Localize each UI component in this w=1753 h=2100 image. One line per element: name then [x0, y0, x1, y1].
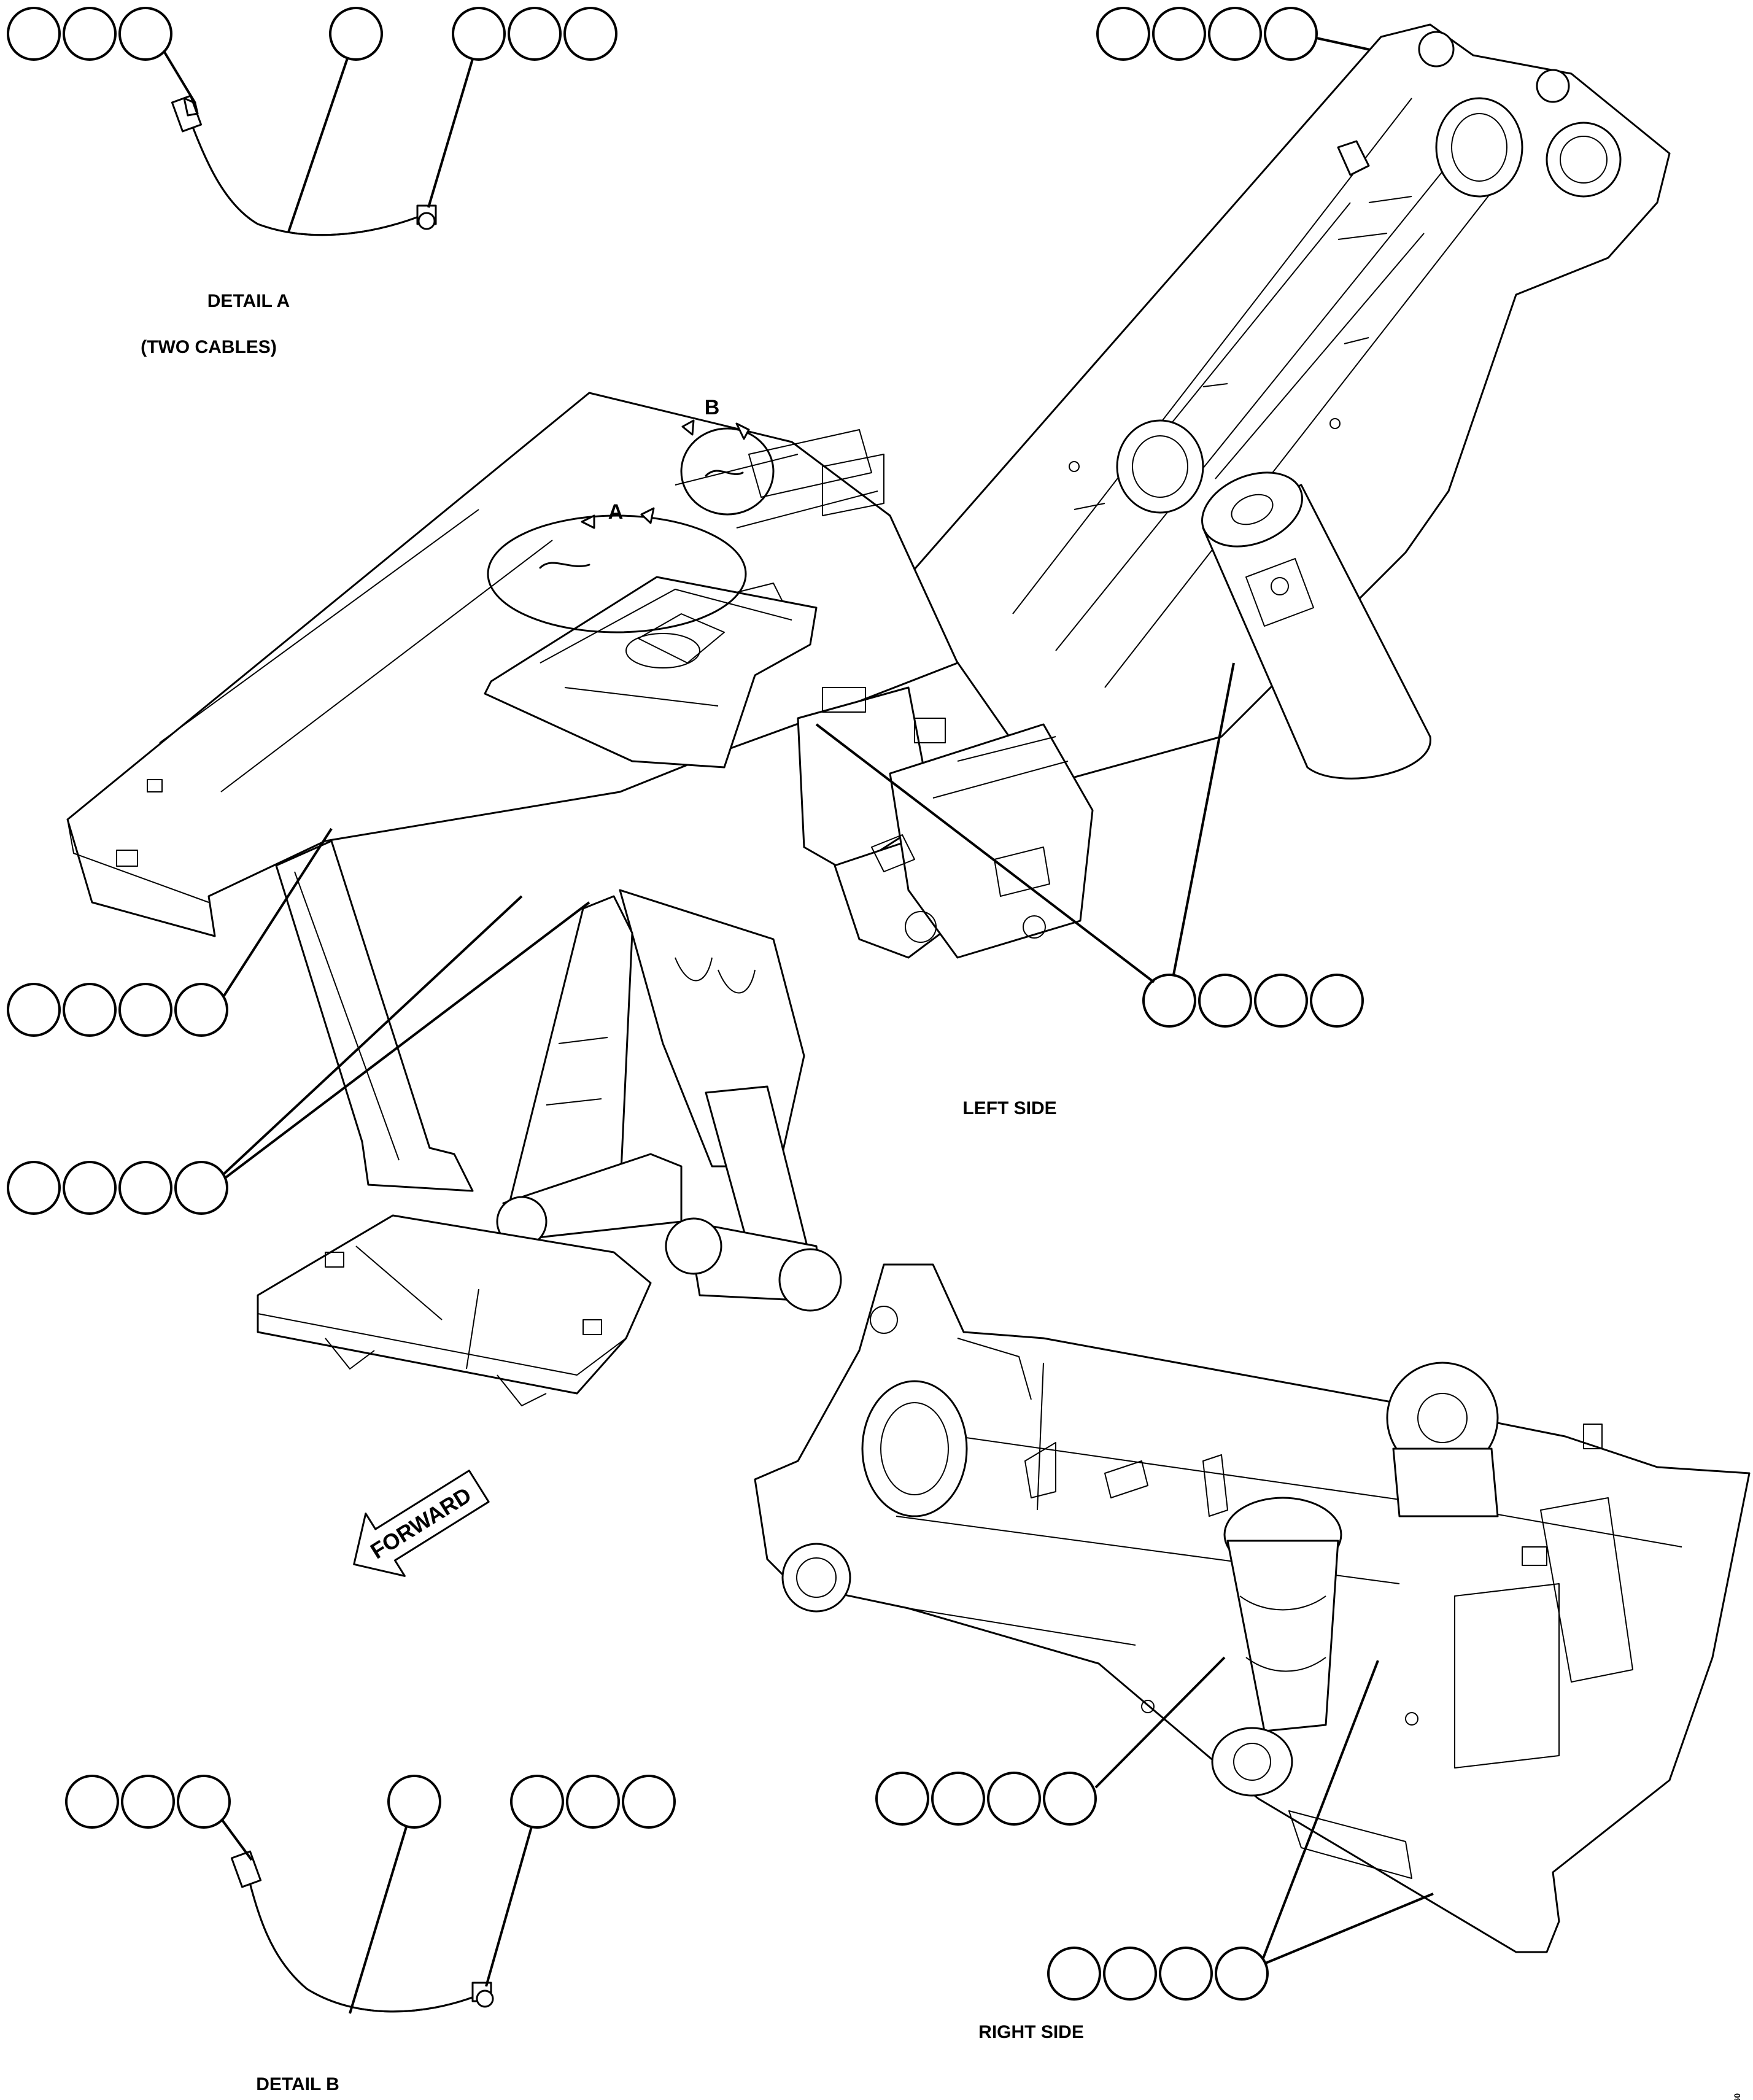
callout-group-detail-b-right: [485, 1775, 676, 1987]
detail-b-label: DETAIL B: [256, 2074, 339, 2094]
callout-bubble: [622, 1775, 676, 1829]
forward-label: FORWARD: [366, 1482, 476, 1563]
callout-bubble: [118, 983, 172, 1037]
callout-bubble: [1310, 974, 1364, 1028]
callout-bubble: [1254, 974, 1308, 1028]
detail-b-cable: [230, 1850, 494, 2013]
callout-bubble: [174, 1161, 228, 1215]
callout-bubble: [1043, 1772, 1097, 1826]
callout-group-top-right: [1096, 7, 1452, 69]
callout-bubble: [118, 1161, 172, 1215]
figure-code: 94760: [1732, 2093, 1742, 2100]
detail-b-marker: B: [680, 396, 775, 516]
callout-bubble: [329, 7, 383, 61]
callout-bubble: [63, 1161, 117, 1215]
callout-bubble: [1198, 974, 1252, 1028]
callout-bubble: [1152, 7, 1206, 61]
callout-bubble: [118, 7, 172, 61]
callout-group-detail-b-left: [65, 1775, 253, 1861]
callout-bubble: [452, 7, 506, 61]
callout-group-detail-a-cable: [287, 7, 383, 233]
callout-bubble: [563, 7, 617, 61]
callout-bubble: [1264, 7, 1318, 61]
callout-bubble: [7, 983, 61, 1037]
callout-group-right-lower: [875, 1656, 1226, 1826]
callout-bubble: [508, 7, 562, 61]
callout-bubble: [174, 983, 228, 1037]
callout-group-left-rear: [7, 827, 333, 1037]
callout-bubble: [1047, 1947, 1101, 2001]
left-side-label: LEFT SIDE: [962, 1098, 1056, 1118]
callout-group-left-bracket: [815, 662, 1364, 1028]
callout-bubble: [121, 1775, 175, 1829]
callout-bubble: [65, 1775, 119, 1829]
detail-b-marker-label: B: [705, 396, 720, 419]
callout-bubble: [7, 1161, 61, 1215]
detail-a-note: (TWO CABLES): [141, 337, 277, 357]
callout-bubble: [987, 1772, 1041, 1826]
callout-bubble: [566, 1775, 620, 1829]
detail-a-label: DETAIL A: [207, 291, 290, 311]
callout-bubble: [1159, 1947, 1213, 2001]
right-side-frame: [754, 1263, 1751, 1953]
callout-group-right-bottom: [1047, 1660, 1434, 2001]
callout-group-left-center: [7, 895, 590, 1215]
detail-a-marker-label: A: [608, 500, 624, 524]
callout-bubble: [63, 983, 117, 1037]
callout-group-detail-a-left: [7, 7, 196, 104]
forward-arrow: FORWARD: [353, 1470, 490, 1577]
detail-a-cable: [171, 95, 437, 236]
callout-bubble: [1096, 7, 1150, 61]
detail-a-marker: A: [487, 500, 747, 633]
callout-bubble: [931, 1772, 985, 1826]
callout-group-detail-b-cable: [349, 1775, 441, 2014]
callout-bubble: [875, 1772, 929, 1826]
callout-bubble: [1103, 1947, 1157, 2001]
callout-bubble: [387, 1775, 441, 1829]
callout-bubble: [177, 1775, 231, 1829]
upper-chassis-frame: [66, 23, 1671, 1406]
callout-bubble: [1142, 974, 1196, 1028]
callout-bubble: [63, 7, 117, 61]
callout-bubble: [7, 7, 61, 61]
callout-bubble: [1208, 7, 1262, 61]
callout-bubble: [1215, 1947, 1269, 2001]
callout-group-detail-a-right: [427, 7, 617, 208]
callout-bubble: [510, 1775, 564, 1829]
right-side-label: RIGHT SIDE: [978, 2022, 1084, 2042]
